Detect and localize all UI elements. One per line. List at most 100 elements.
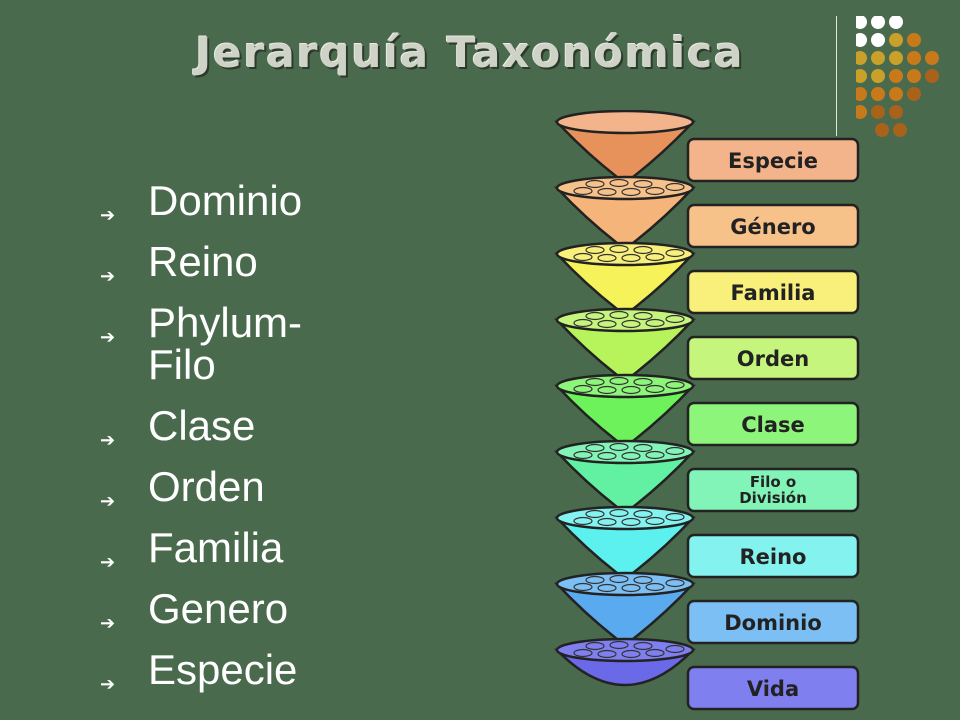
- funnel-seed: [645, 450, 665, 460]
- funnel-level: Especie: [554, 110, 860, 196]
- funnel-seed: [665, 512, 685, 522]
- funnel-seed: [609, 508, 629, 518]
- funnel-seed: [621, 451, 641, 461]
- decor-dot: [871, 51, 885, 65]
- rank-tag: [686, 269, 860, 315]
- decorative-dot-grid: [856, 16, 939, 137]
- funnel-level: Vida: [554, 637, 860, 711]
- funnel-seed: [645, 252, 665, 262]
- bullet-text: Orden: [148, 463, 265, 510]
- funnel-seed: [597, 583, 617, 593]
- decor-dot: [871, 16, 885, 29]
- bullet-item: ➔ Dominio: [100, 177, 388, 226]
- funnel-seed: [585, 575, 605, 585]
- funnel-seed: [621, 385, 641, 395]
- rank-tag-label: Género: [730, 215, 815, 239]
- funnel-seed: [665, 446, 685, 456]
- funnel-rim: [555, 110, 695, 135]
- rank-tag-label: Familia: [731, 281, 816, 305]
- right-arrow-icon: ➔: [100, 205, 116, 225]
- funnel-seed: [573, 582, 593, 592]
- decor-dot: [856, 16, 867, 29]
- rank-tag: [686, 335, 860, 381]
- decor-dot: [889, 33, 903, 47]
- bullet-text: Familia: [148, 524, 284, 571]
- funnel-seed: [633, 179, 653, 189]
- bullet-item: ➔ Genero: [100, 585, 388, 634]
- funnel-level: Género: [554, 175, 860, 262]
- decor-dot: [875, 123, 889, 137]
- bullet-item: ➔Especie: [100, 649, 388, 695]
- bullet-item: ➔ Clase: [100, 402, 388, 451]
- funnel-seed: [633, 245, 653, 255]
- decor-dot: [856, 33, 867, 47]
- decor-dot: [907, 51, 921, 65]
- funnel-seed: [585, 509, 605, 519]
- bullet-item: ➔ Familia: [100, 524, 388, 573]
- funnel-seed: [597, 649, 617, 659]
- funnel-seed: [585, 245, 605, 255]
- funnel-seed: [621, 187, 641, 197]
- decor-dot: [907, 33, 921, 47]
- rank-tag: [686, 401, 860, 447]
- funnel-seed: [665, 314, 685, 324]
- funnel-seed: [573, 648, 593, 658]
- decor-dot: [871, 69, 885, 83]
- decor-dot: [871, 87, 885, 101]
- funnel-seed: [597, 517, 617, 527]
- funnel-seed: [665, 380, 685, 390]
- slide-title: Jerarquía Taxonómica: [195, 28, 745, 77]
- funnel-seed: [633, 443, 653, 453]
- funnel-seed: [609, 244, 629, 254]
- funnel-seed: [621, 517, 641, 527]
- funnel-seed: [633, 641, 653, 651]
- funnel-seed: [633, 377, 653, 387]
- right-arrow-icon: ➔: [100, 613, 116, 633]
- decor-dot: [856, 69, 867, 83]
- funnel-seed: [609, 376, 629, 386]
- decor-dot: [907, 87, 921, 101]
- funnel-seed: [609, 442, 629, 452]
- funnel-seed: [633, 575, 653, 585]
- funnel-seed: [645, 384, 665, 394]
- bullet-text: Clase: [148, 402, 256, 449]
- rank-tag: [686, 203, 860, 249]
- funnel-seed: [645, 648, 665, 658]
- decor-dot: [889, 87, 903, 101]
- decor-dot: [856, 51, 867, 65]
- funnel-seed: [609, 640, 629, 650]
- funnel-seed: [585, 311, 605, 321]
- funnel-seed: [621, 319, 641, 329]
- funnel-seed: [573, 516, 593, 526]
- funnel-seed: [633, 509, 653, 519]
- funnel-seed: [645, 318, 665, 328]
- funnel-seed: [597, 451, 617, 461]
- bullet-text: Genero: [148, 585, 289, 632]
- rank-tag: [686, 599, 860, 645]
- decor-dot: [925, 51, 939, 65]
- rank-tag: [686, 137, 860, 183]
- funnel-seed: [597, 385, 617, 395]
- decor-dot: [907, 69, 921, 83]
- bullet-text: Dominio: [148, 177, 303, 224]
- right-arrow-icon: ➔: [100, 491, 116, 511]
- bullet-item: ➔ Orden: [100, 463, 388, 512]
- right-arrow-icon: ➔: [100, 430, 116, 450]
- funnel-seed: [597, 319, 617, 329]
- bullet-text: Phylum- Filo: [148, 299, 303, 388]
- funnel-seed: [645, 186, 665, 196]
- rank-bullet-list: ➔Dominio➔Reino➔Phylum- Filo➔Clase➔Orden➔…: [100, 180, 388, 710]
- funnel-seed: [621, 583, 641, 593]
- bullet-text: Reino: [148, 238, 258, 285]
- funnel-seed: [645, 582, 665, 592]
- funnel-seed: [573, 384, 593, 394]
- right-arrow-icon: ➔: [100, 552, 116, 572]
- decor-dot: [889, 69, 903, 83]
- rank-tag: [686, 467, 860, 513]
- funnel-seed: [609, 310, 629, 320]
- funnel-seed: [573, 252, 593, 262]
- rank-tag-label: Especie: [728, 149, 818, 173]
- funnel-seed: [621, 649, 641, 659]
- rank-tag: [686, 665, 860, 711]
